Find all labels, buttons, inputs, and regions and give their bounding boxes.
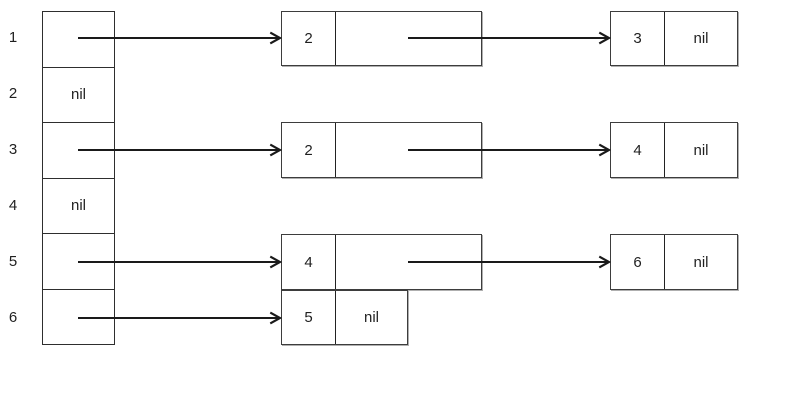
- array-index-label-4: 4: [8, 197, 18, 214]
- list-node-row5-second: 6 nil: [610, 234, 738, 290]
- node-value-cell: 3: [611, 12, 665, 65]
- node-value: 2: [304, 30, 313, 47]
- node-value: 5: [304, 309, 313, 326]
- list-node-row3-second: 4 nil: [610, 122, 738, 178]
- node-pointer-cell: [336, 123, 481, 177]
- array-index-label-5: 5: [8, 253, 18, 270]
- array-cell-6: [43, 288, 114, 345]
- node-value-cell: 2: [282, 12, 336, 65]
- node-pointer-cell: nil: [336, 291, 407, 344]
- array-cell-2: nil: [43, 66, 114, 123]
- list-node-row3-first: 2: [281, 122, 482, 178]
- node-value-cell: 4: [282, 235, 336, 289]
- node-pointer-text: nil: [693, 253, 709, 271]
- array-cell-3: [43, 122, 114, 178]
- node-pointer-text: nil: [363, 309, 379, 326]
- node-value: 4: [633, 141, 642, 159]
- node-pointer-cell: [336, 12, 481, 65]
- array-cell-4: nil: [43, 177, 114, 234]
- node-value: 2: [304, 141, 313, 159]
- array-cell-4-text: nil: [70, 197, 86, 215]
- list-node-row5-first: 4: [281, 234, 482, 290]
- list-node-row1-second: 3 nil: [610, 11, 738, 66]
- node-pointer-text: nil: [693, 30, 709, 47]
- array-cell-1: [43, 12, 114, 67]
- node-value: 6: [633, 253, 642, 271]
- node-value-cell: 5: [282, 291, 336, 344]
- array-index-label-6: 6: [8, 309, 18, 326]
- array-index-label-1: 1: [8, 29, 18, 46]
- node-value-cell: 6: [611, 235, 665, 289]
- node-pointer-cell: nil: [665, 235, 737, 289]
- list-node-row6-first: 5 nil: [281, 290, 408, 345]
- node-value-cell: 4: [611, 123, 665, 177]
- array-cell-2-text: nil: [70, 86, 86, 104]
- node-value: 3: [633, 30, 642, 47]
- node-value: 4: [304, 253, 313, 271]
- array-index-label-2: 2: [8, 85, 18, 102]
- node-pointer-cell: nil: [665, 12, 737, 65]
- node-pointer-cell: [336, 235, 481, 289]
- node-pointer-text: nil: [693, 141, 709, 159]
- node-pointer-cell: nil: [665, 123, 737, 177]
- pointer-array: nil nil: [42, 11, 115, 345]
- array-index-label-3: 3: [8, 141, 18, 158]
- node-value-cell: 2: [282, 123, 336, 177]
- array-cell-5: [43, 233, 114, 289]
- list-node-row1-first: 2: [281, 11, 482, 66]
